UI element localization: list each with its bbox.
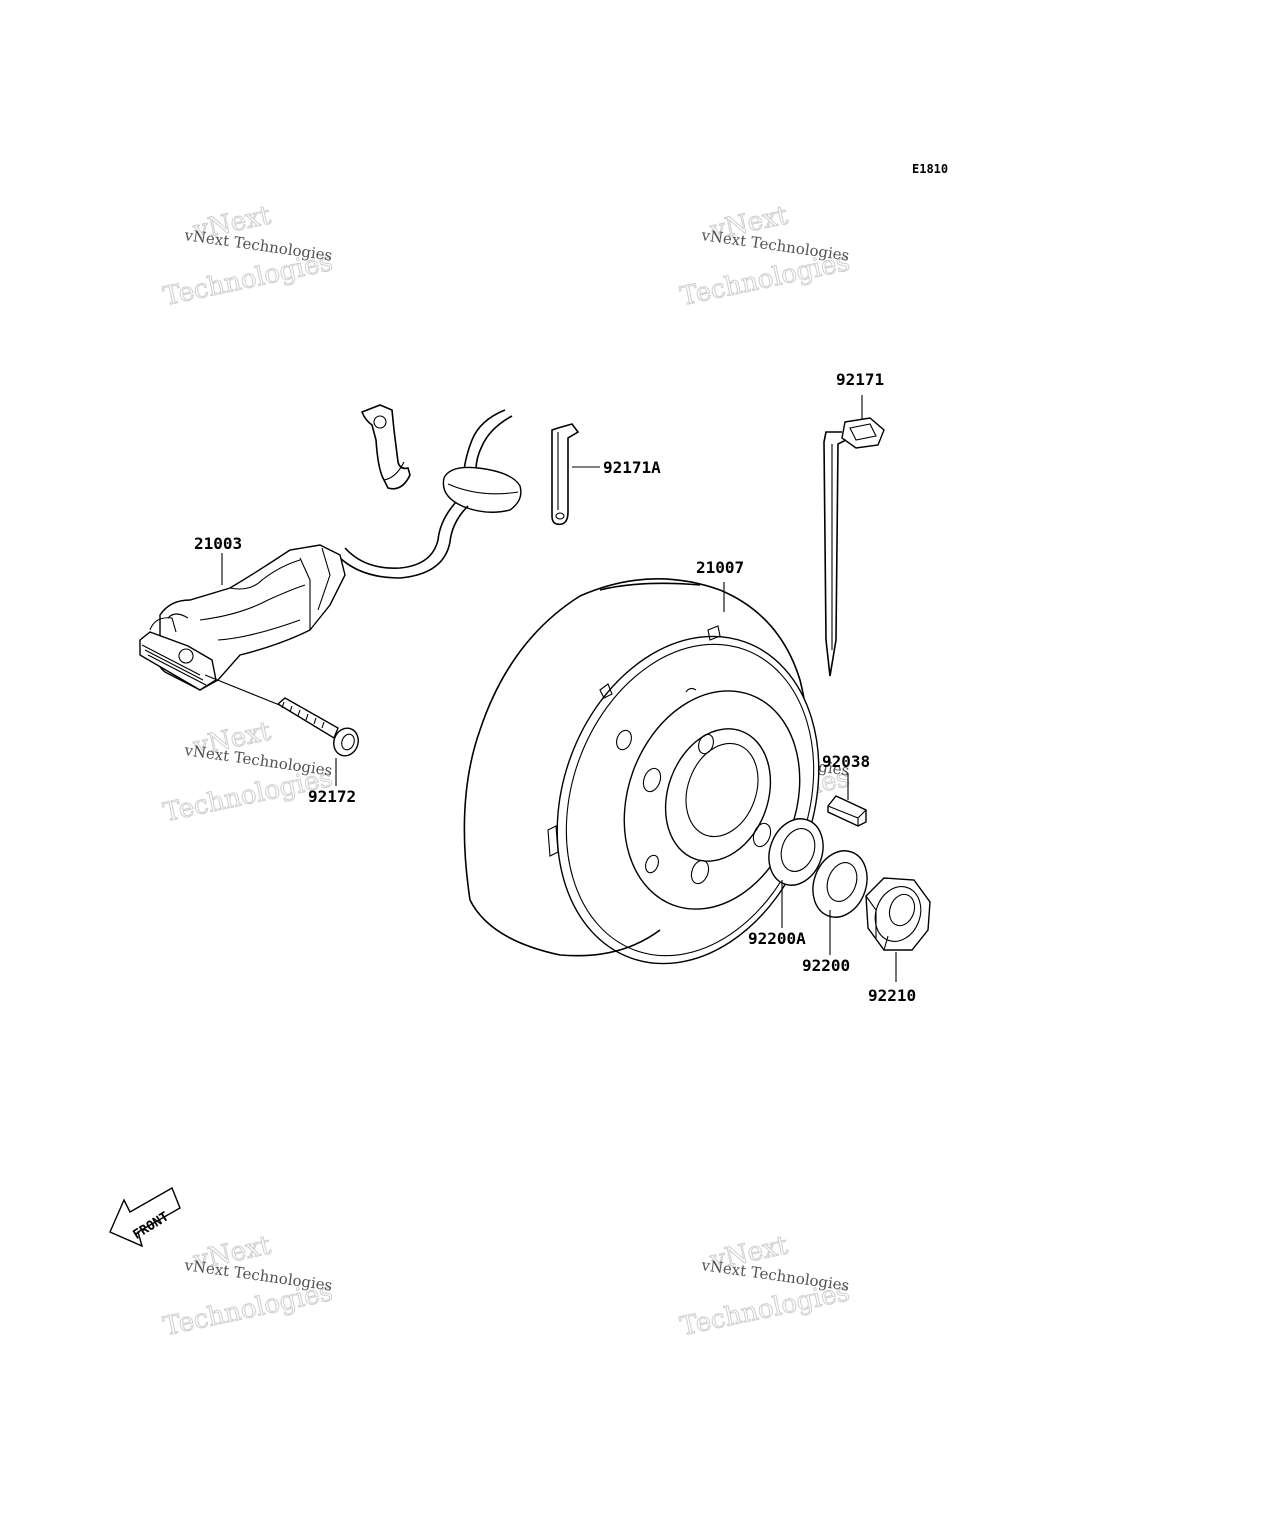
wire-clamp-drawing xyxy=(360,404,411,490)
watermark-mid-left: vNext Technologies vNext Technologies xyxy=(160,716,336,829)
label-92038: 92038 xyxy=(822,752,870,771)
label-21003: 21003 xyxy=(194,534,242,553)
label-92200a: 92200A xyxy=(748,929,806,948)
watermark-bottom-right: vNext Technologies vNext Technologies xyxy=(677,1230,853,1343)
cable-band-92171-drawing xyxy=(823,395,885,677)
label-92171a: 92171A xyxy=(603,458,661,477)
label-92172: 92172 xyxy=(308,787,356,806)
watermark-top-left: vNext Technologies vNext Technologies xyxy=(160,200,336,313)
washer-92200-drawing xyxy=(812,850,868,955)
label-92200: 92200 xyxy=(802,956,850,975)
washer-92200a-drawing xyxy=(768,818,824,928)
label-92171: 92171 xyxy=(836,370,884,389)
watermark-bottom-left: vNext Technologies vNext Technologies xyxy=(160,1230,336,1343)
front-arrow-icon: FRONT xyxy=(109,1186,181,1248)
stator-21003-drawing xyxy=(139,544,346,691)
screw-92172-drawing xyxy=(204,674,359,786)
label-92210: 92210 xyxy=(868,986,916,1005)
nut-92210-drawing xyxy=(865,877,931,982)
cable-clamp-92171a-drawing xyxy=(551,423,600,526)
flywheel-21007-drawing xyxy=(463,578,820,965)
wire-grommet-drawing xyxy=(337,409,522,579)
key-92038-drawing xyxy=(827,773,867,827)
reference-code: E1810 xyxy=(912,162,948,176)
watermark-top-right: vNext Technologies vNext Technologies xyxy=(677,200,853,313)
label-21007: 21007 xyxy=(696,558,744,577)
